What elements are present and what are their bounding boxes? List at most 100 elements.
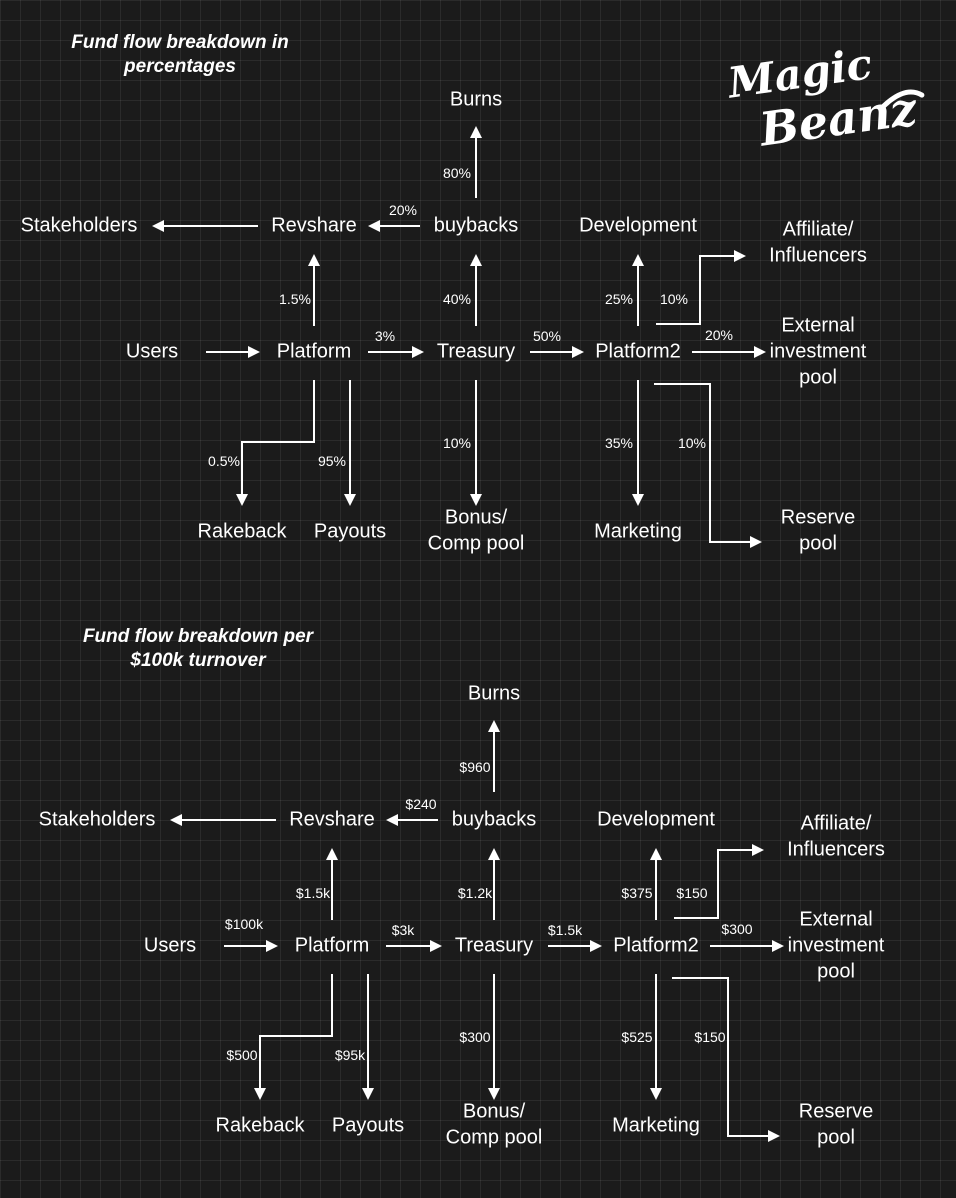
node-label: buybacks xyxy=(452,808,537,830)
node-buybacks: buybacks xyxy=(452,808,537,830)
edge-platform2-to-reserve: 10% xyxy=(654,383,762,548)
edge-label: 1.5% xyxy=(279,291,311,307)
edge-platform2-to-marketing: 35% xyxy=(605,380,644,506)
edge-label: $1.5k xyxy=(296,885,331,901)
arrow xyxy=(236,380,315,506)
edge-platform2-to-development: $375 xyxy=(621,848,662,920)
edge-label: 80% xyxy=(443,165,471,181)
edge-platform2-to-affiliate: $150 xyxy=(674,844,764,919)
edge-label: 20% xyxy=(389,202,417,218)
diagram-title: Fund flow breakdown per $100k turnover xyxy=(83,626,315,671)
edge-label: $240 xyxy=(405,796,436,812)
node-label: Users xyxy=(144,934,196,956)
edge-label: $1.5k xyxy=(548,922,583,938)
edge-platform-to-treasury: $3k xyxy=(386,922,442,952)
edge-label: $1.2k xyxy=(458,885,493,901)
flow-diagram-1: Fund flow breakdown in percentages 3% 50% 1.… xyxy=(21,32,867,554)
node-burns: Burns xyxy=(450,88,502,110)
edge-label: 50% xyxy=(533,328,561,344)
edge-label: 25% xyxy=(605,291,633,307)
node-label: Treasury xyxy=(455,934,533,956)
node-bonus: Bonus/Comp pool xyxy=(428,506,525,554)
node-label: Platform2 xyxy=(595,340,681,362)
node-treasury: Treasury xyxy=(437,340,515,362)
node-label: pool xyxy=(799,532,837,554)
node-marketing: Marketing xyxy=(594,520,682,542)
node-label: Payouts xyxy=(332,1114,404,1136)
edge-label: 20% xyxy=(705,327,733,343)
node-label: Platform xyxy=(277,340,351,362)
node-development: Development xyxy=(597,808,715,830)
edge-platform-to-payouts: $95k xyxy=(335,974,374,1100)
edge-label: 40% xyxy=(443,291,471,307)
edge-label: 0.5% xyxy=(208,453,240,469)
edge-platform2-to-marketing: $525 xyxy=(621,974,662,1100)
edge-label: $300 xyxy=(721,921,752,937)
node-label: Stakeholders xyxy=(39,808,156,830)
edge-label: $960 xyxy=(459,759,490,775)
node-label: Marketing xyxy=(612,1114,700,1136)
edge-platform2-to-reserve: $150 xyxy=(672,977,780,1142)
node-revshare: Revshare xyxy=(271,214,357,236)
edge-label: 10% xyxy=(443,435,471,451)
diagram-title: Fund flow breakdown in percentages xyxy=(71,32,288,77)
node-development: Development xyxy=(579,214,697,236)
edge-platform-to-revshare: $1.5k xyxy=(296,848,338,920)
node-rakeback: Rakeback xyxy=(198,520,288,542)
node-label: Stakeholders xyxy=(21,214,138,236)
node-label: Payouts xyxy=(314,520,386,542)
arrow xyxy=(254,974,333,1100)
edge-label: $3k xyxy=(392,922,416,938)
node-label: Treasury xyxy=(437,340,515,362)
edge-users-to-platform: $100k xyxy=(224,916,278,952)
node-label: Revshare xyxy=(271,214,357,236)
edge-label: $300 xyxy=(459,1029,490,1045)
node-stakeholders: Stakeholders xyxy=(39,808,156,830)
edge-label: $525 xyxy=(621,1029,652,1045)
edge-treasury-to-bonus: $300 xyxy=(459,974,500,1100)
diagram-title-line: Fund flow breakdown per xyxy=(83,626,315,647)
node-label: pool xyxy=(817,1126,855,1148)
node-label: investment xyxy=(770,340,867,362)
edge-label: $375 xyxy=(621,885,652,901)
edge-platform2-to-external: 20% xyxy=(692,327,766,358)
node-stakeholders: Stakeholders xyxy=(21,214,138,236)
node-affiliate: Affiliate/Influencers xyxy=(787,812,885,860)
edge-platform-to-rakeback: 0.5% xyxy=(208,380,315,506)
edge-treasury-to-platform2: $1.5k xyxy=(548,922,602,952)
node-treasury: Treasury xyxy=(455,934,533,956)
edge-label: 3% xyxy=(375,328,395,344)
edge-label: 10% xyxy=(660,291,688,307)
edge-buybacks-to-burns: 80% xyxy=(443,126,482,198)
node-platform: Platform xyxy=(295,934,369,956)
edge-platform2-to-external: $300 xyxy=(710,921,784,952)
diagram-title-line: Fund flow breakdown in xyxy=(71,32,288,53)
node-label: pool xyxy=(799,366,837,388)
edge-label: $95k xyxy=(335,1047,366,1063)
diagram-title-line: $100k turnover xyxy=(129,650,267,671)
edge-treasury-to-bonus: 10% xyxy=(443,380,482,506)
node-label: Bonus/ xyxy=(463,1100,526,1122)
edge-label: 35% xyxy=(605,435,633,451)
node-platform2: Platform2 xyxy=(595,340,681,362)
node-label: Affiliate/ xyxy=(801,812,872,834)
node-label: Affiliate/ xyxy=(783,218,854,240)
edge-label: $100k xyxy=(225,916,264,932)
node-label: Bonus/ xyxy=(445,506,508,528)
node-marketing: Marketing xyxy=(612,1114,700,1136)
edge-platform-to-revshare: 1.5% xyxy=(279,254,320,326)
node-label: Comp pool xyxy=(446,1126,543,1148)
magic-beanz-logo: Magic Beanz xyxy=(723,39,925,157)
diagram-title-line: percentages xyxy=(123,56,236,77)
edge-treasury-to-buybacks: 40% xyxy=(443,254,482,326)
node-label: Influencers xyxy=(787,838,885,860)
edge-platform-to-payouts: 95% xyxy=(318,380,356,506)
node-burns: Burns xyxy=(468,682,520,704)
arrow xyxy=(672,977,780,1142)
edge-label: $500 xyxy=(226,1047,257,1063)
edge-platform-to-treasury: 3% xyxy=(368,328,424,358)
edge-platform-to-rakeback: $500 xyxy=(226,974,333,1100)
